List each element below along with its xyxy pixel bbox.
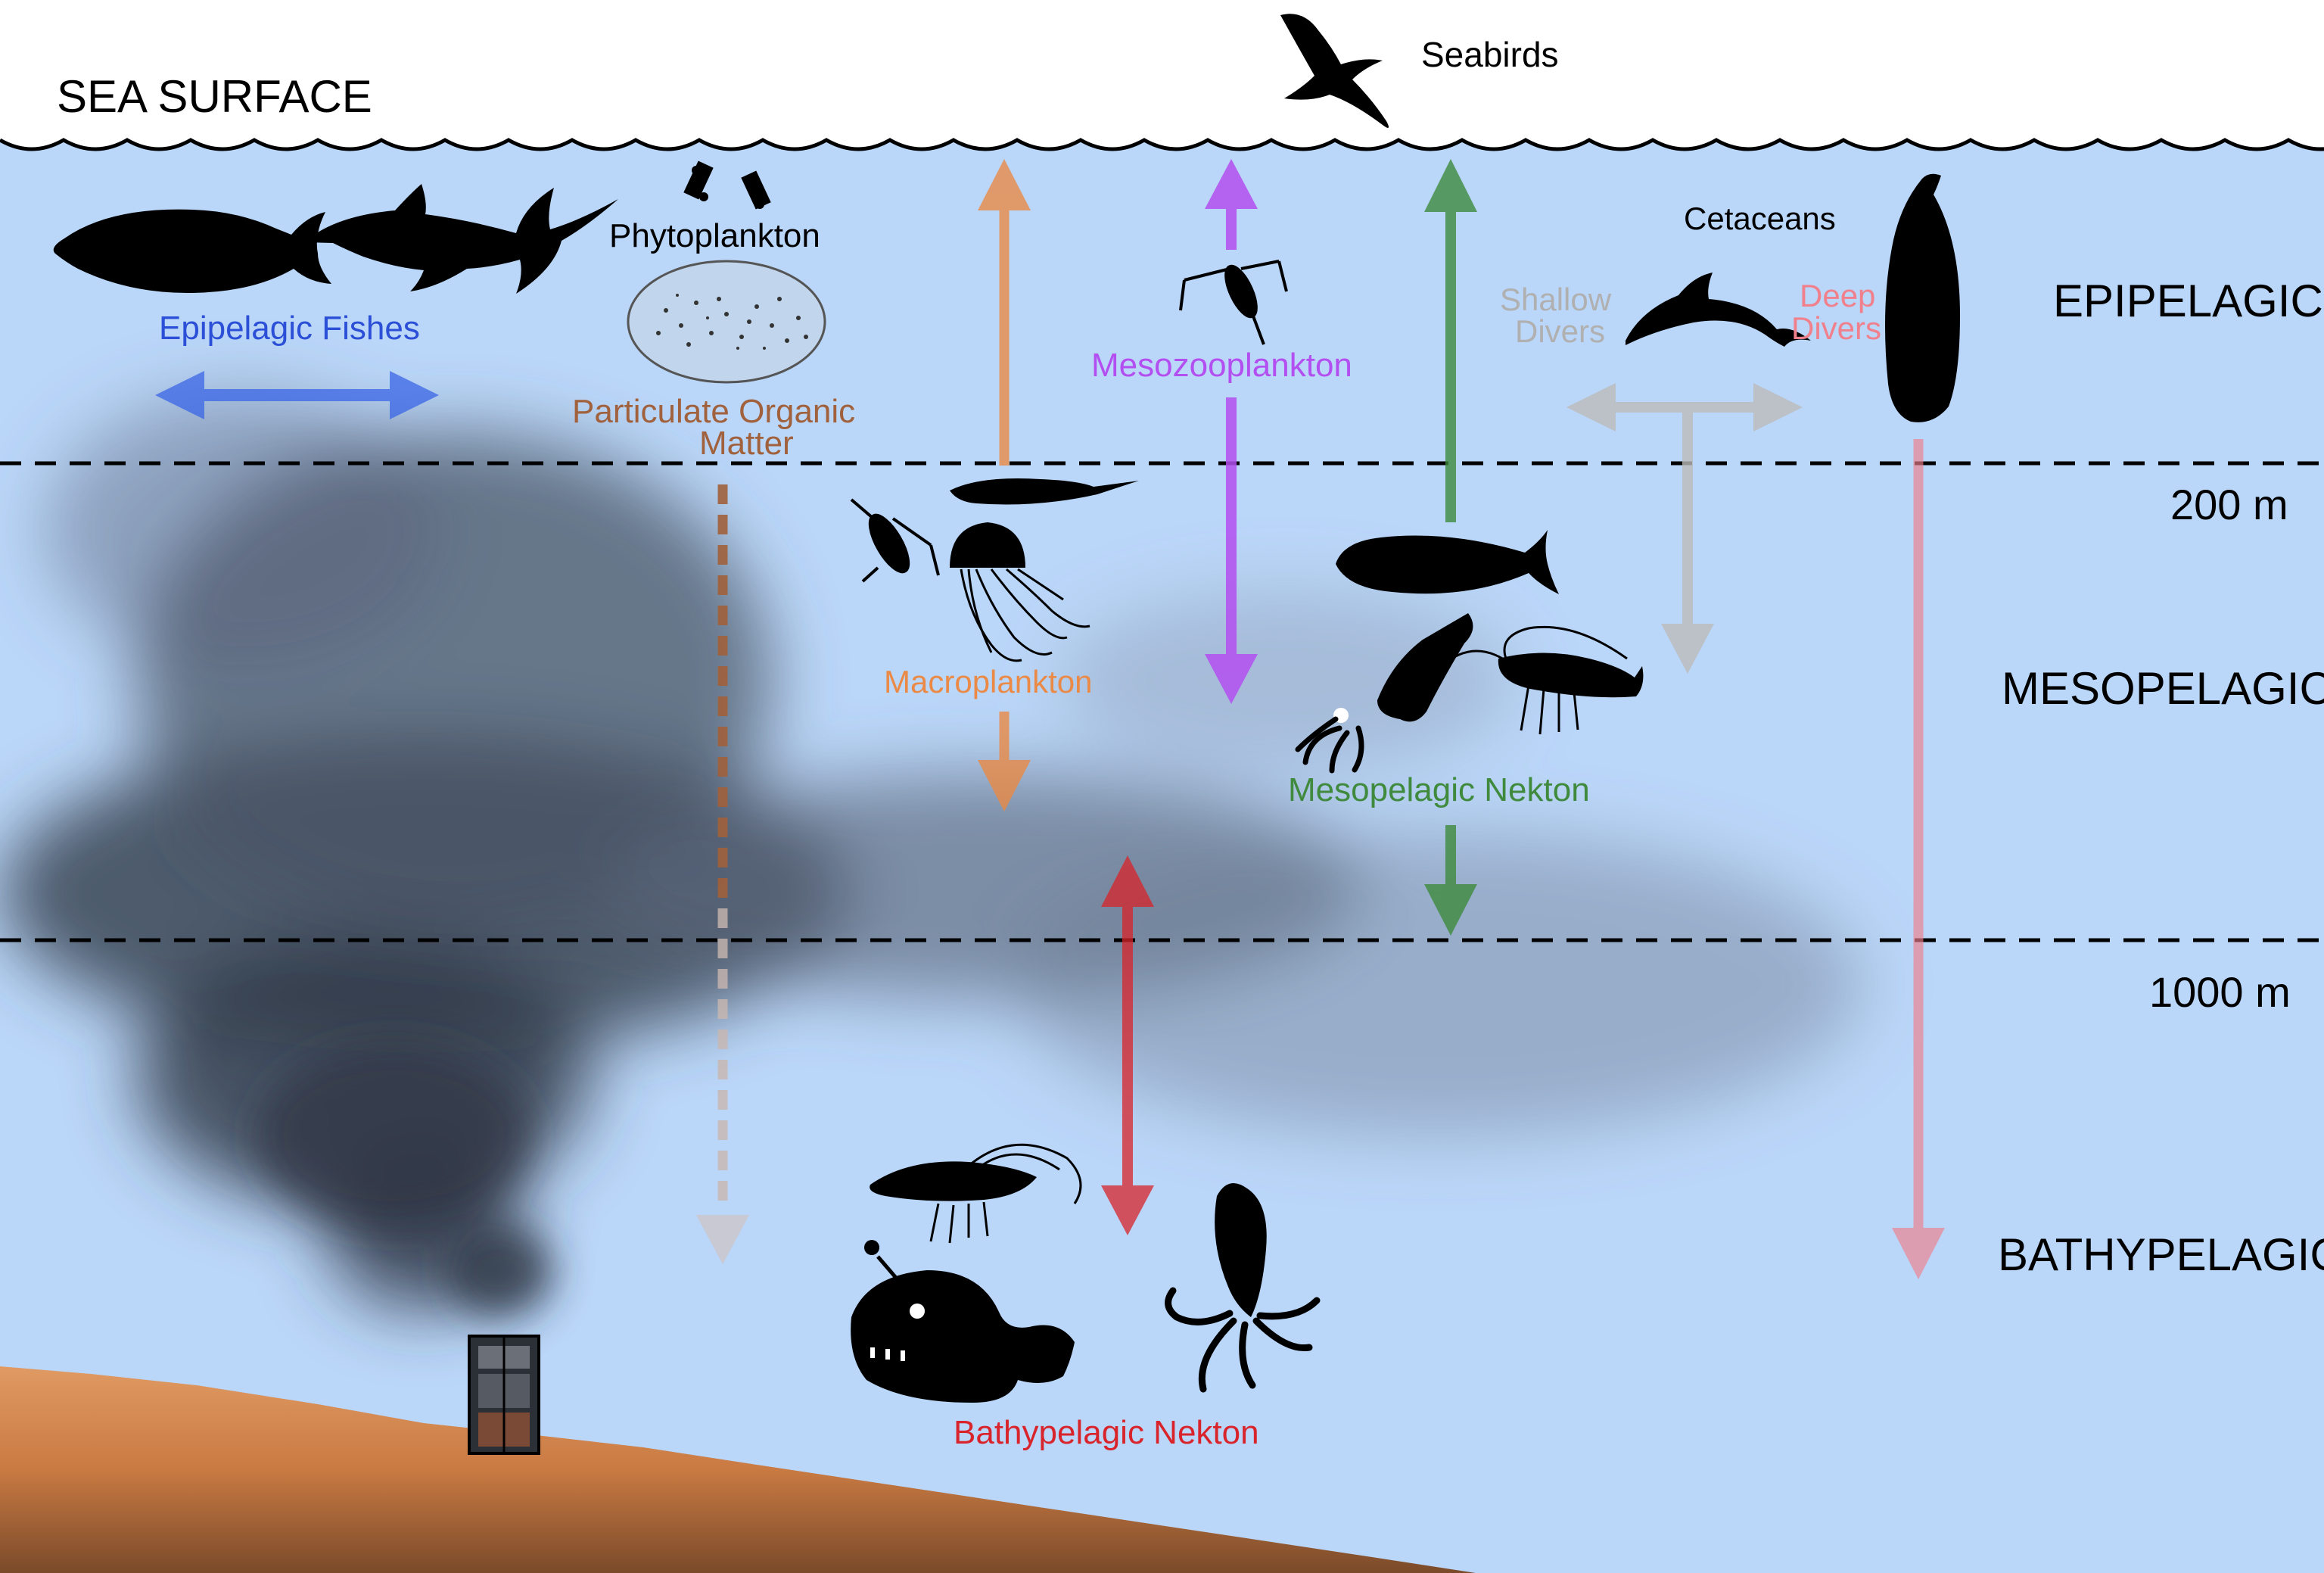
mesopelagic-nekton-label: Mesopelagic Nekton (1288, 771, 1590, 808)
phytoplankton-label: Phytoplankton (609, 217, 820, 254)
krill-icon (950, 478, 1139, 505)
pom-blob-icon (627, 260, 826, 384)
depth-200m-label: 200 m (2170, 481, 2288, 528)
bathypelagic-nekton-label: Bathypelagic Nekton (954, 1414, 1259, 1451)
pom-sinking-arrow (696, 484, 749, 1264)
sea-surface-label: SEA SURFACE (57, 71, 372, 122)
sky-background (0, 0, 2324, 151)
jellyfish-icon (950, 522, 1090, 662)
cetaceans-label: Cetaceans (1684, 201, 1836, 236)
plume-core (257, 1045, 552, 1317)
zone-mesopelagic: MESOPELAGIC (2002, 663, 2324, 714)
swordfish-icon (304, 184, 618, 294)
deep-shrimp-icon (870, 1143, 1082, 1244)
copepod-large-icon (850, 498, 940, 583)
zone-epipelagic: EPIPELAGIC (2053, 276, 2323, 326)
mesozooplankton-label: Mesozooplankton (1091, 347, 1352, 384)
shrimp-icon (1441, 625, 1644, 735)
depth-1000m-label: 1000 m (2149, 968, 2291, 1016)
phytoplankton-icon (683, 160, 771, 210)
seabirds-label: Seabirds (1421, 35, 1559, 74)
seabird-icon (1280, 14, 1389, 128)
shallow-divers-label-line1: Shallow (1500, 282, 1612, 317)
deep-divers-label-line1: Deep (1800, 278, 1875, 313)
macroplankton-label: Macroplankton (884, 664, 1092, 699)
epipelagic-fishes-arrow (155, 371, 439, 419)
deep-divers-label-line2: Divers (1791, 310, 1881, 346)
shallow-divers-label-line2: Divers (1515, 313, 1605, 349)
dolphin-icon (1626, 273, 1811, 347)
sediment-trap-icon (468, 1335, 540, 1455)
macroplankton-arrow (978, 159, 1031, 811)
bathypelagic-nekton-arrow (1101, 855, 1154, 1235)
mesozooplankton-arrow (1205, 159, 1258, 704)
zone-bathypelagic: BATHYPELAGIC (1998, 1229, 2324, 1280)
shallow-divers-arrow (1566, 383, 1803, 674)
seabed (0, 1366, 1476, 1573)
pom-label-line2: Matter (699, 425, 794, 462)
sperm-whale-icon (1885, 173, 1960, 422)
lanternfish-icon (1336, 530, 1559, 594)
pom-label-line1: Particulate Organic (572, 393, 855, 430)
epipelagic-fishes-label: Epipelagic Fishes (159, 310, 420, 347)
copepod-icon (1179, 260, 1288, 345)
mesopelagic-nekton-arrow (1424, 159, 1477, 936)
squid-icon (1295, 613, 1473, 774)
deep-divers-arrow (1892, 439, 1945, 1279)
sea-surface-line (0, 138, 2324, 151)
deep-squid-icon (1165, 1182, 1321, 1393)
anglerfish-icon (851, 1240, 1075, 1403)
tuna-icon (53, 209, 331, 293)
